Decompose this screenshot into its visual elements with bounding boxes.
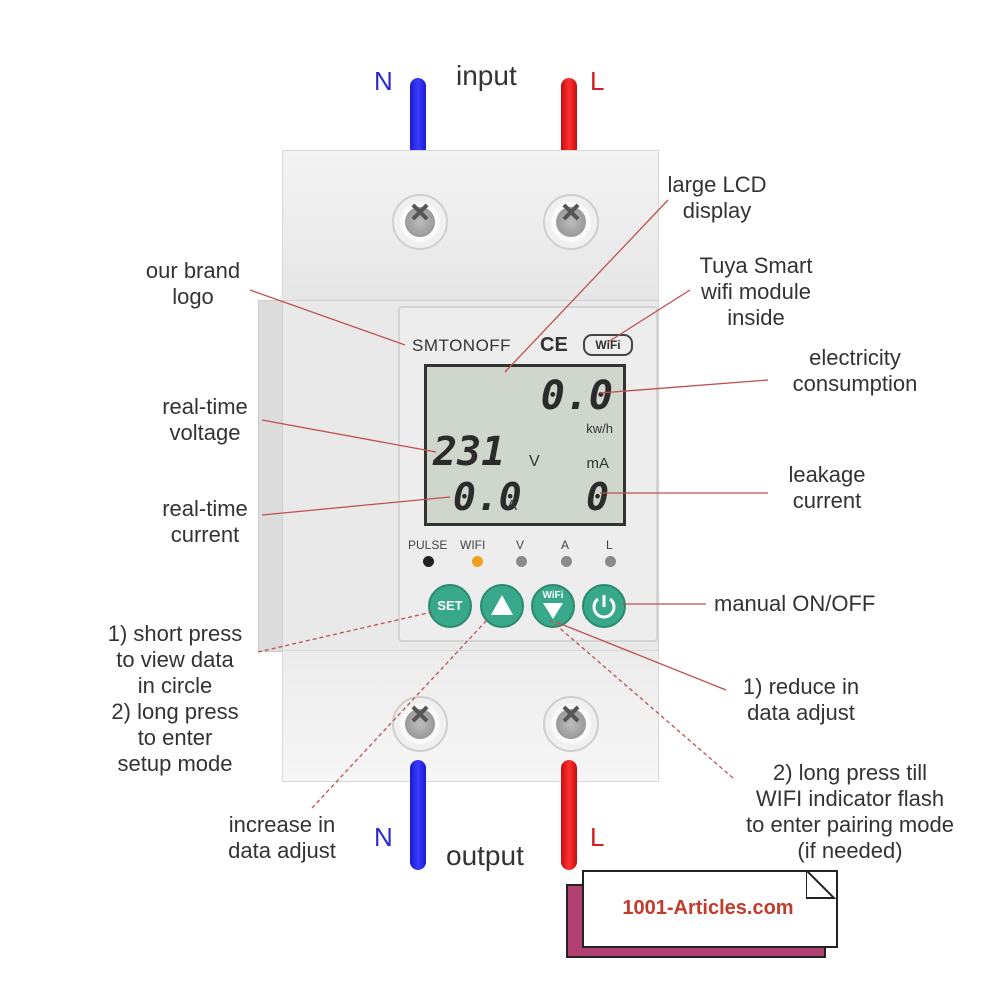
down-button-label: WiFi — [542, 590, 564, 601]
live-output-screw — [543, 696, 599, 752]
watermark-text: 1001-Articles.com — [622, 897, 794, 919]
neutral-input-screw — [392, 194, 448, 250]
device-bottom-housing — [282, 650, 659, 782]
callout-tuya-module: Tuya Smart wifi module inside — [699, 253, 813, 330]
voltage-unit: V — [529, 453, 540, 470]
live-output-wire — [561, 760, 577, 870]
output-label: output — [446, 840, 524, 871]
power-button[interactable] — [582, 584, 626, 628]
current-unit: A — [507, 497, 518, 514]
input-neutral-letter: N — [374, 66, 393, 96]
triangle-down-icon — [543, 603, 563, 619]
live-input-screw — [543, 194, 599, 250]
l-led — [605, 556, 616, 567]
down-wifi-button[interactable]: WiFi — [531, 584, 575, 628]
leakage-unit: mA — [586, 455, 610, 472]
input-label: input — [456, 60, 517, 91]
callout-brand-logo: our brand logo — [145, 258, 241, 309]
callout-leakage: leakage current — [788, 462, 866, 513]
set-button[interactable]: SET — [428, 584, 472, 628]
indicator-label-a: A — [561, 538, 570, 552]
triangle-up-icon — [491, 595, 513, 615]
pulse-led — [423, 556, 434, 567]
input-live-letter: L — [590, 66, 605, 96]
output-neutral-letter: N — [374, 822, 393, 852]
wifi-badge: WiFi — [583, 334, 633, 356]
wifi-led — [472, 556, 483, 567]
a-led — [561, 556, 572, 567]
power-icon — [592, 595, 616, 619]
indicator-label-pulse: PULSE — [408, 538, 448, 552]
callout-set-button: 1) short press to view data in circle 2)… — [107, 621, 243, 776]
ce-mark: CE — [540, 334, 568, 356]
lcd-display: 0.0 kw/h 231 V mA 0.0 A 0 — [424, 364, 626, 526]
callout-voltage: real-time voltage — [162, 394, 248, 445]
callout-current: real-time current — [162, 496, 248, 547]
device-top-housing — [282, 150, 659, 302]
watermark-fold-corner — [806, 870, 836, 899]
voltage-reading: 231 — [433, 429, 506, 475]
leakage-reading: 0 — [586, 475, 609, 519]
up-button[interactable] — [480, 584, 524, 628]
energy-unit: kw/h — [586, 421, 613, 436]
neutral-output-screw — [392, 696, 448, 752]
v-led — [516, 556, 527, 567]
callout-lcd-display: large LCD display — [667, 172, 767, 223]
indicator-label-wifi: WIFI — [460, 538, 486, 552]
neutral-output-wire — [410, 760, 426, 870]
current-reading: 0.0 — [453, 475, 522, 519]
brand-logo: SMTONOFF — [412, 336, 512, 355]
energy-reading: 0.0 — [540, 373, 613, 419]
callout-reduce: 1) reduce in data adjust — [742, 674, 860, 725]
output-live-letter: L — [590, 822, 605, 852]
callout-consumption: electricity consumption — [792, 345, 918, 396]
indicator-label-l: L — [606, 538, 613, 552]
watermark-box — [582, 870, 838, 948]
callout-pairing: 2) long press till WIFI indicator flash … — [746, 760, 954, 863]
callout-increase: increase in data adjust — [228, 812, 336, 863]
indicator-label-v: V — [516, 538, 525, 552]
callout-manual-onoff: manual ON/OFF — [714, 591, 876, 616]
